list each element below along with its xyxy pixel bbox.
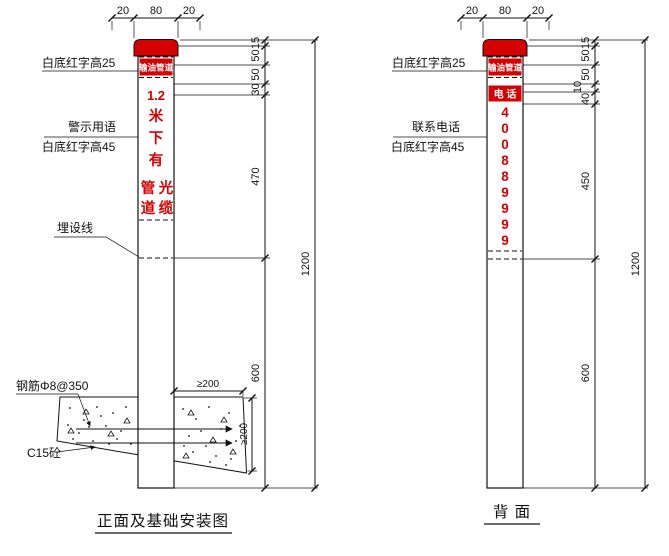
phone-note-top: 联系电话 <box>412 120 460 134</box>
phone-digit-7: 9 <box>501 217 509 232</box>
back-dim-80: 80 <box>499 5 511 17</box>
front-overall-dimension: 1200 <box>300 36 319 492</box>
foundation-width-dim: ≥200 <box>197 379 220 390</box>
warn-note-bottom: 白底红字高45 <box>42 139 116 154</box>
back-chain-40: 40 <box>580 93 592 105</box>
rebar-lines <box>76 425 233 447</box>
front-chain-30: 30 <box>250 83 262 95</box>
foundation-depth-dim: ≥200 <box>239 422 250 445</box>
phone-note-bottom: 白底红字高45 <box>391 139 465 154</box>
front-post-body <box>137 55 175 489</box>
back-dim-20-right: 20 <box>532 5 544 17</box>
back-chain-50a: 50 <box>580 49 592 61</box>
back-dim-20-left: 20 <box>466 5 478 17</box>
warning-line1: 1.2 <box>147 88 165 103</box>
phone-band-text: 电 话 <box>494 88 517 101</box>
rebar-label: 钢筋Φ8@350 <box>16 378 89 393</box>
phone-digit-5: 9 <box>501 185 509 200</box>
back-chain-450: 450 <box>580 172 592 190</box>
front-chain-15: 15 <box>250 37 262 49</box>
back-band-text: 输油管道 <box>488 63 523 73</box>
back-chain-15: 15 <box>580 37 592 49</box>
warning-line3: 下 <box>149 130 164 147</box>
phone-band <box>488 85 522 102</box>
front-overall-1200: 1200 <box>300 252 312 276</box>
back-chain-600: 600 <box>580 364 592 382</box>
front-chain-470: 470 <box>250 167 262 185</box>
phone-digit-0: 4 <box>501 105 509 120</box>
back-post-markings: 输油管道 电 话 4 0 0 8 8 9 9 9 9 <box>488 56 523 260</box>
warn-note-top: 警示用语 <box>68 119 116 134</box>
front-view: 20 80 20 <box>16 5 319 534</box>
front-chain-50a: 50 <box>250 49 262 61</box>
back-red-band <box>488 58 522 76</box>
warning-line4: 有 <box>149 151 164 169</box>
phone-digit-2: 0 <box>501 137 509 152</box>
front-cap-note: 白底红字高25 <box>42 55 116 70</box>
front-chain-600: 600 <box>250 364 262 382</box>
front-dim-chain: 15 50 50 30 470 600 <box>174 36 318 492</box>
back-post-body <box>486 55 524 489</box>
front-band-text: 输油管道 <box>139 63 174 73</box>
warning-col-right-bottom: 缆 <box>159 199 174 217</box>
back-view: 20 80 20 输油管道 电 话 4 0 0 8 8 9 9 9 9 <box>391 5 649 525</box>
foundation-dimensions: ≥200 ≥200 <box>170 379 257 475</box>
warning-col-left-top: 管 <box>141 179 156 197</box>
dim-80: 80 <box>150 5 162 17</box>
dim-20-left: 20 <box>117 5 129 17</box>
phone-digit-6: 9 <box>501 201 509 216</box>
phone-digit-1: 0 <box>501 121 509 136</box>
back-view-title: 背 面 <box>493 503 531 521</box>
front-post-cap <box>133 39 179 57</box>
phone-digit-8: 9 <box>501 233 509 248</box>
concrete-label: C15砼 <box>27 446 61 460</box>
back-cap-note: 白底红字高25 <box>392 55 466 70</box>
back-chain-50b: 50 <box>580 68 592 80</box>
burial-label: 埋设线 <box>57 221 93 235</box>
warning-line2: 米 <box>149 107 164 125</box>
concrete-texture <box>67 406 241 466</box>
back-overall-1200: 1200 <box>630 252 642 276</box>
back-overall-dimension: 1200 <box>630 36 649 492</box>
front-chain-50b: 50 <box>250 68 262 80</box>
warning-col-right-top: 光 <box>158 179 174 197</box>
back-top-dimension: 20 80 20 <box>457 5 553 38</box>
dim-20-right: 20 <box>183 5 195 17</box>
back-chain-10: 10 <box>572 81 584 93</box>
phone-digit-3: 8 <box>501 153 509 168</box>
warning-col-left-bottom: 道 <box>141 199 156 217</box>
front-red-band <box>139 58 173 76</box>
back-post-cap <box>482 39 528 57</box>
front-post-markings: 输油管道 1.2 米 下 有 管 光 道 缆 <box>139 56 174 259</box>
front-view-title: 正面及基础安装图 <box>97 512 229 530</box>
back-dim-chain: 15 50 50 10 40 450 600 <box>523 36 648 492</box>
phone-digit-4: 8 <box>501 169 509 184</box>
front-top-dimension: 20 80 20 <box>108 5 204 38</box>
front-annotations: 白底红字高25 警示用语 白底红字高45 埋设线 钢筋Φ8@350 C15砼 <box>16 55 140 460</box>
back-annotations: 白底红字高25 联系电话 白底红字高45 <box>391 55 487 154</box>
